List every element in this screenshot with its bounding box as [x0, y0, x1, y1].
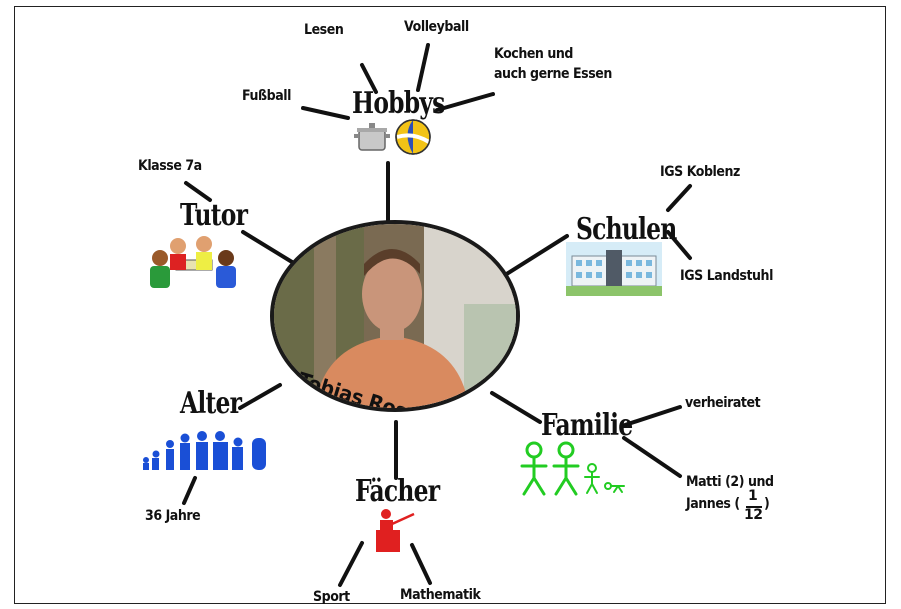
familie-kinder-line2: Jannes ( 1 12 ) — [686, 488, 796, 526]
fach-mathematik: Mathematik — [400, 587, 481, 603]
group-study-icon — [150, 236, 236, 288]
faecher-title: Fächer — [355, 474, 440, 509]
evolution-icon — [143, 431, 266, 470]
hobby-lesen: Lesen — [304, 22, 344, 38]
fraction-bar — [746, 506, 762, 508]
center-photo: Tobias Rosenkranz — [270, 220, 520, 412]
alter-title: Alter — [180, 386, 242, 421]
fraction-numerator: 1 — [748, 488, 758, 504]
hobby-kochen-line1: Kochen und — [494, 46, 574, 62]
fraction-close: ) — [764, 496, 770, 512]
fach-sport: Sport — [313, 589, 350, 605]
hobby-kochen-line2: auch gerne Essen — [494, 66, 612, 82]
schulen-title: Schulen — [576, 212, 677, 247]
familie-verheiratet: verheiratet — [685, 395, 761, 411]
tutor-title: Tutor — [180, 198, 248, 233]
familie-title: Familie — [541, 408, 633, 443]
alter-jahre: 36 Jahre — [145, 508, 201, 524]
school-building-icon — [566, 242, 662, 296]
pot-icon — [354, 123, 390, 151]
schule-koblenz: IGS Koblenz — [660, 164, 740, 180]
family-stick-figures-icon — [520, 441, 625, 496]
volleyball-icon — [395, 119, 431, 155]
fraction-denominator: 12 — [744, 507, 763, 523]
hobby-fussball: Fußball — [242, 88, 292, 104]
portrait-icon — [274, 224, 516, 408]
tutor-klasse: Klasse 7a — [138, 158, 202, 174]
hobbys-title: Hobbys — [352, 86, 445, 121]
hobby-volleyball: Volleyball — [404, 19, 469, 35]
teacher-icon — [376, 509, 415, 552]
familie-jannes: Jannes ( — [686, 496, 740, 512]
mindmap-frame — [14, 6, 886, 604]
familie-kinder-line1: Matti (2) und — [686, 474, 774, 490]
schule-landstuhl: IGS Landstuhl — [680, 268, 773, 284]
